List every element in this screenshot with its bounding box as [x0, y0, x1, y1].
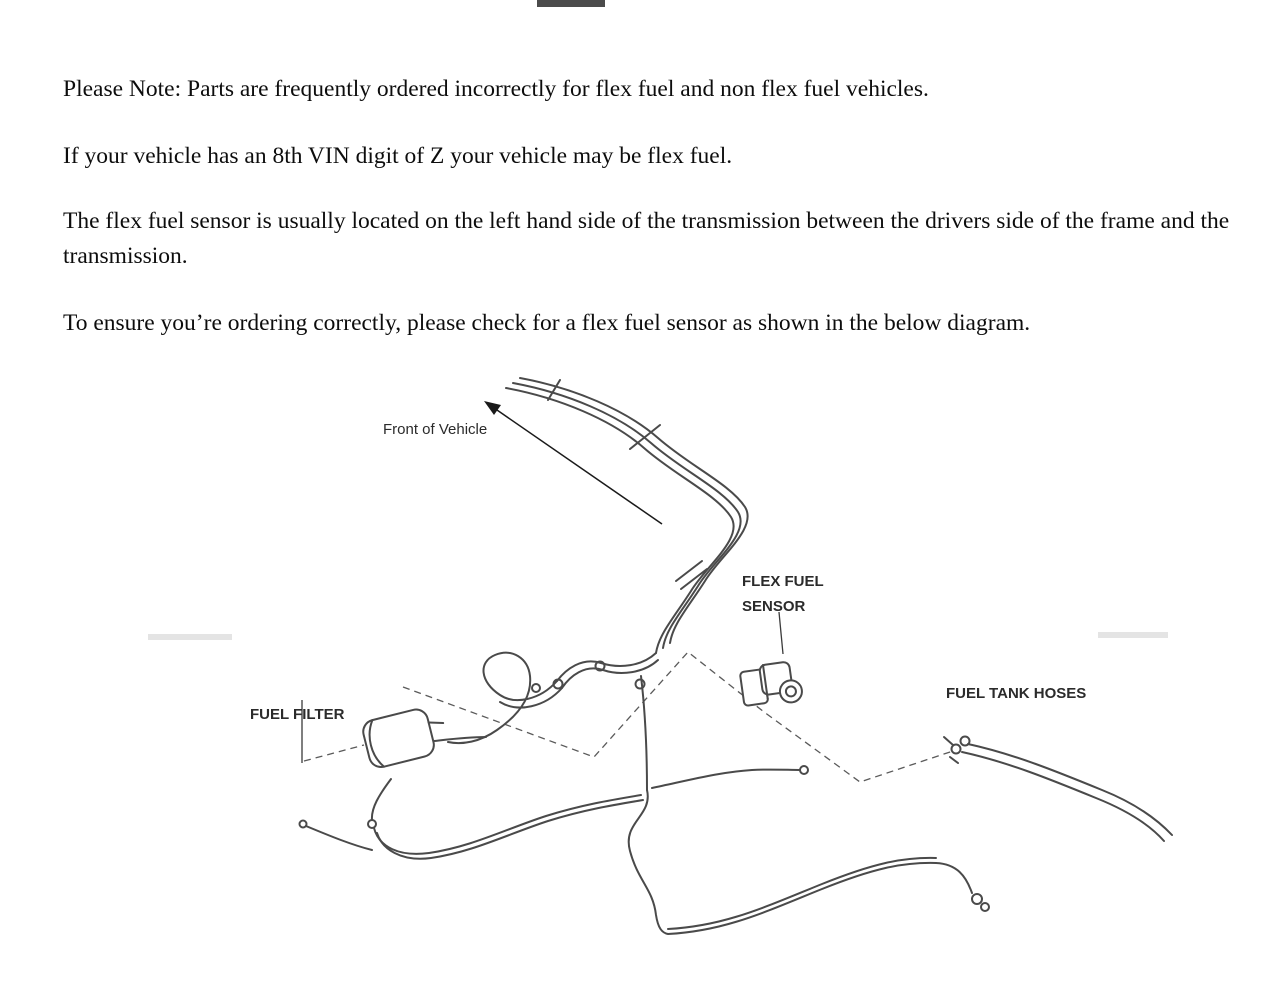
scan-artifact-mark	[148, 634, 232, 640]
label-leader-lines	[301, 611, 784, 763]
notice-paragraph: Please Note: Parts are frequently ordere…	[63, 76, 929, 102]
scan-artifact-mark	[1098, 632, 1168, 638]
flex-fuel-sensor-label: FLEX FUEL SENSOR	[742, 569, 824, 619]
notice-paragraph: The flex fuel sensor is usually located …	[63, 208, 1230, 269]
flex-fuel-sensor-label-line1: FLEX FUEL	[742, 573, 824, 590]
flex-fuel-sensor-drawing	[739, 661, 803, 707]
alignment-dashed-lines	[303, 651, 954, 783]
cropped-header-fragment	[537, 0, 605, 7]
fuel-filter-drawing	[362, 708, 445, 769]
front-of-vehicle-label: Front of Vehicle	[383, 421, 488, 438]
fuel-filter-label: FUEL FILTER	[250, 706, 345, 723]
fuel-tank-hoses-label: FUEL TANK HOSES	[946, 685, 1087, 702]
notice-paragraph: To ensure you’re ordering correctly, ple…	[63, 310, 1031, 336]
front-of-vehicle-arrow	[484, 401, 663, 525]
notice-paragraph: If your vehicle has an 8th VIN digit of …	[63, 143, 733, 169]
fuel-lines	[298, 377, 990, 935]
flex-fuel-sensor-label-line2: SENSOR	[742, 598, 806, 615]
fuel-tank-hoses-drawing	[943, 735, 1173, 842]
